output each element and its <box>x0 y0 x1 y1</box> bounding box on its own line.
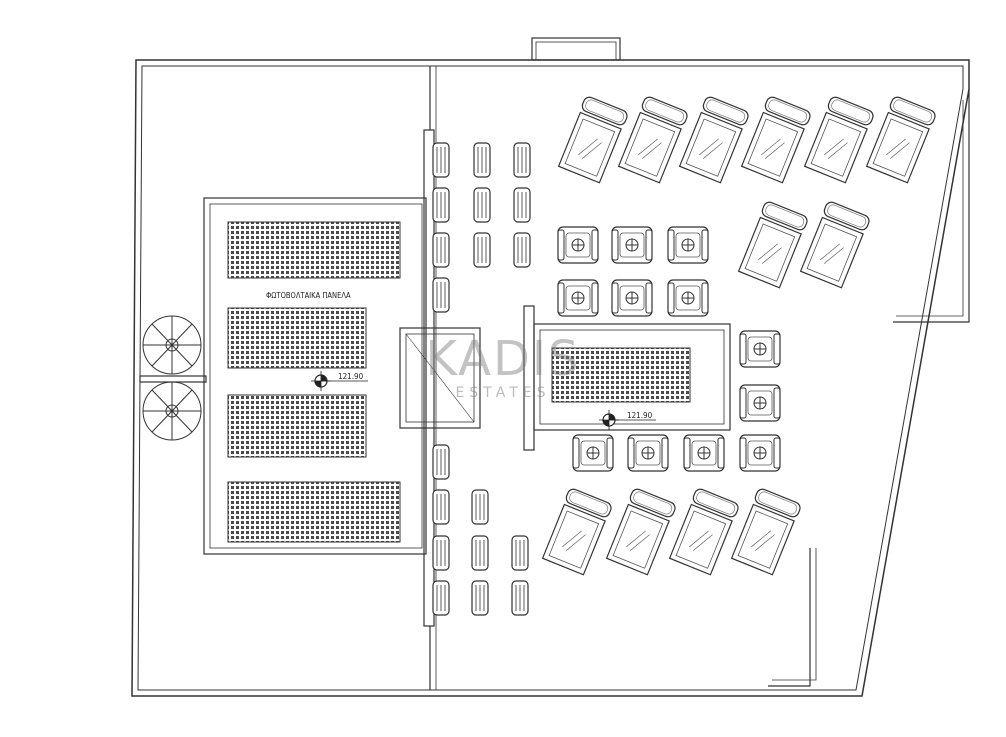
sun-lounger <box>668 486 741 576</box>
sun-lounger <box>799 199 872 289</box>
stair-landing <box>139 375 207 383</box>
planter <box>513 142 531 178</box>
planter <box>471 535 489 571</box>
armchair <box>557 226 599 264</box>
armchair <box>667 226 709 264</box>
planter <box>432 535 450 571</box>
pv-panels-label: ΦΩΤΟΒΟΛΤΑΙΚΑ ΠΑΝΕΛΑ <box>266 291 351 300</box>
spiral-staircase-bottom <box>142 381 202 441</box>
planter <box>432 277 450 313</box>
sun-lounger <box>678 94 751 184</box>
pv-panel-1 <box>227 221 401 279</box>
planter <box>432 142 450 178</box>
armchair <box>739 434 781 472</box>
watermark: KADIS ESTATES <box>425 331 580 401</box>
armchair <box>611 226 653 264</box>
planter <box>473 142 491 178</box>
sun-lounger <box>617 94 690 184</box>
sun-lounger <box>740 94 813 184</box>
pv-enclosure-right <box>523 305 731 451</box>
planter <box>432 489 450 525</box>
level-label-right: 121.90 <box>627 411 653 420</box>
armchair <box>611 279 653 317</box>
sun-lounger <box>557 94 630 184</box>
sun-lounger <box>803 94 876 184</box>
pv-panel-5 <box>551 347 691 403</box>
sun-lounger <box>541 486 614 576</box>
planter <box>511 580 529 616</box>
planter <box>473 187 491 223</box>
planter <box>471 489 489 525</box>
sun-lounger <box>737 199 810 289</box>
pv-panel-4 <box>227 481 401 543</box>
sun-lounger <box>865 94 938 184</box>
armchair <box>627 434 669 472</box>
sun-lounger <box>730 486 803 576</box>
planter <box>432 444 450 480</box>
planter <box>432 580 450 616</box>
planter <box>513 187 531 223</box>
armchair <box>683 434 725 472</box>
sun-loungers <box>541 94 938 576</box>
watermark-subtitle: ESTATES <box>456 385 551 401</box>
armchair <box>557 279 599 317</box>
level-marker-left: 121.90 <box>310 370 368 392</box>
planter <box>432 232 450 268</box>
planter <box>471 580 489 616</box>
level-label-left: 121.90 <box>338 372 364 381</box>
armchair <box>667 279 709 317</box>
pv-panel-3 <box>227 394 367 458</box>
pv-panel-2 <box>227 307 367 369</box>
sun-lounger <box>605 486 678 576</box>
armchair <box>739 330 781 368</box>
watermark-brand: KADIS <box>425 331 580 387</box>
building-outline <box>131 59 970 697</box>
spiral-staircase-top <box>142 315 202 375</box>
planter <box>513 232 531 268</box>
planter <box>432 187 450 223</box>
central-shaft <box>399 327 481 429</box>
planter <box>511 535 529 571</box>
planter <box>473 232 491 268</box>
armchair <box>572 434 614 472</box>
right-side-ledge <box>768 89 970 687</box>
roof-chimney <box>531 37 621 61</box>
level-marker-right: 121.90 <box>598 409 656 431</box>
armchair <box>739 384 781 422</box>
